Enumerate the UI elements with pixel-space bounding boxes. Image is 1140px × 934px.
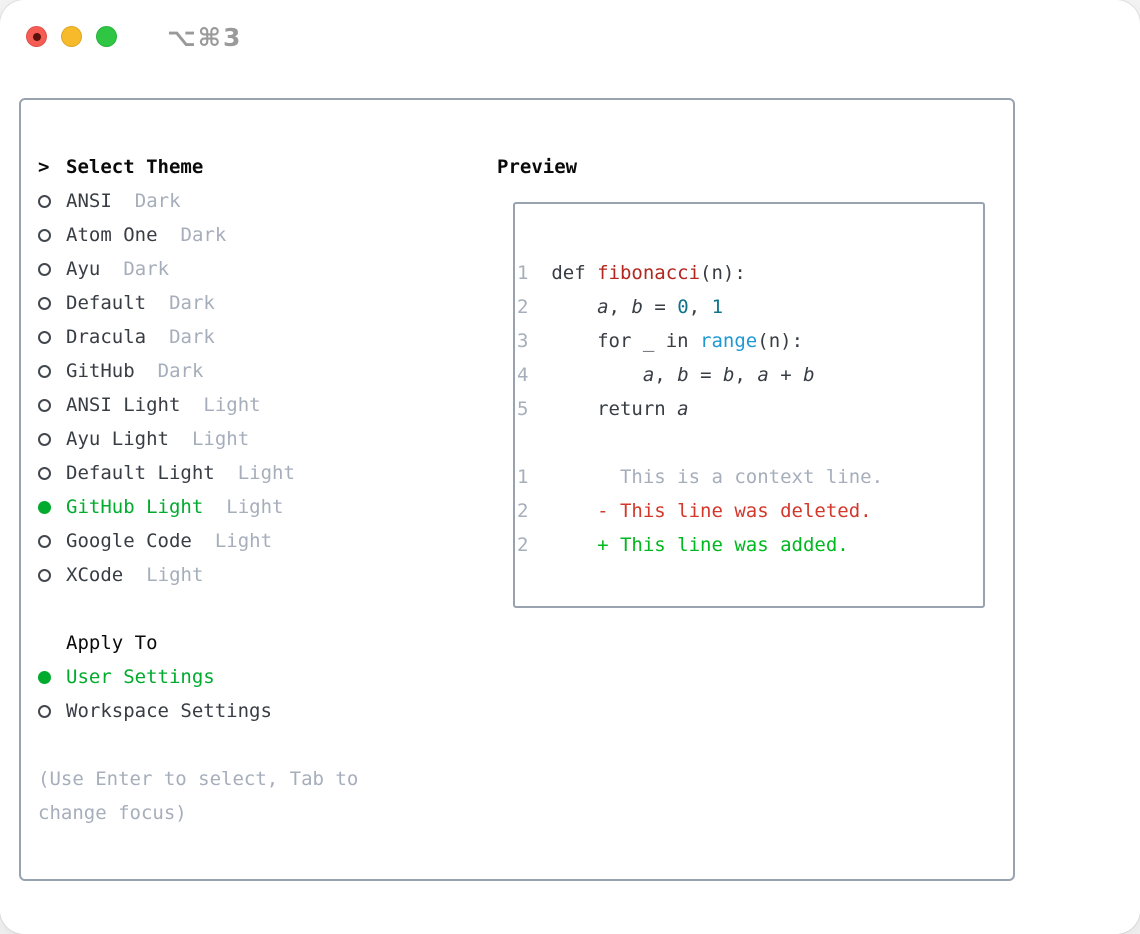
unsaved-indicator-icon: [32, 32, 41, 41]
theme-option-xcode[interactable]: XCode Light: [38, 558, 358, 592]
apply-to-title: Apply To: [66, 632, 158, 654]
radio-icon: [38, 194, 66, 208]
radio-icon: [38, 296, 66, 310]
select-theme-header: > Select Theme: [38, 150, 358, 184]
radio-icon: [38, 262, 66, 276]
theme-variant-tag: Light: [226, 496, 284, 518]
theme-variant-tag: Dark: [123, 258, 170, 280]
preview-line: 3 for _ in range(n):: [517, 330, 804, 352]
minimize-button[interactable]: [61, 26, 82, 47]
close-button[interactable]: [26, 26, 47, 47]
theme-option-label: Google Code: [66, 530, 192, 552]
theme-variant-tag: Light: [146, 564, 204, 586]
titlebar: [26, 26, 117, 47]
radio-icon: [38, 398, 66, 412]
preview-line: 4 a, b = b, a + b: [517, 364, 815, 386]
radio-icon: [38, 364, 66, 378]
window-shortcut-label: ⌥⌘3: [167, 23, 243, 52]
code-preview: 1 def fibonacci(n): 2 a, b = 0, 1 3 for _ …: [517, 256, 983, 562]
help-line: (Use Enter to select, Tab to: [38, 768, 359, 790]
theme-variant-tag: Dark: [180, 224, 227, 246]
apply-option-label: Workspace Settings: [66, 700, 272, 722]
zoom-button[interactable]: [96, 26, 117, 47]
theme-variant-tag: Dark: [157, 360, 204, 382]
theme-variant-tag: Dark: [169, 326, 215, 348]
preview-line: [517, 426, 983, 460]
preview-box: 1 def fibonacci(n): 2 a, b = 0, 1 3 for _ …: [513, 202, 985, 608]
apply-option-label: User Settings: [66, 666, 215, 688]
theme-option-ansi-light[interactable]: ANSI Light Light: [38, 388, 358, 422]
help-line: change focus): [38, 802, 187, 824]
theme-option-label: GitHub: [66, 360, 135, 382]
theme-option-label: XCode: [66, 564, 124, 586]
help-text: (Use Enter to select, Tab to change focus…: [38, 762, 358, 830]
theme-option-ayu-light[interactable]: Ayu Light Light: [38, 422, 358, 456]
radio-icon: [38, 568, 66, 582]
theme-variant-tag: Dark: [134, 190, 181, 212]
preview-line: 1 def fibonacci(n):: [517, 262, 746, 284]
radio-icon: [38, 330, 66, 344]
theme-option-dracula[interactable]: Dracula Dark: [38, 320, 358, 354]
theme-option-github-light[interactable]: GitHub Light Light: [38, 490, 358, 524]
select-theme-title: Select Theme: [66, 156, 204, 178]
radio-icon: [38, 432, 66, 446]
theme-option-label: ANSI: [66, 190, 112, 212]
cursor-arrow-icon: >: [38, 156, 50, 178]
spacer: [38, 728, 358, 762]
theme-option-google-code[interactable]: Google Code Light: [38, 524, 358, 558]
theme-variant-tag: Light: [203, 394, 261, 416]
theme-option-atom-one[interactable]: Atom One Dark: [38, 218, 358, 252]
theme-option-label: Default Light: [66, 462, 215, 484]
preview-line: 2 a, b = 0, 1: [517, 296, 724, 318]
theme-option-github[interactable]: GitHub Dark: [38, 354, 358, 388]
theme-option-ayu[interactable]: Ayu Dark: [38, 252, 358, 286]
apply-option-workspace-settings[interactable]: Workspace Settings: [38, 694, 358, 728]
spacer: [38, 592, 358, 626]
theme-option-label: Atom One: [66, 224, 158, 246]
theme-option-default-light[interactable]: Default Light Light: [38, 456, 358, 490]
theme-option-label: Dracula: [66, 326, 147, 348]
radio-selected-icon: [38, 500, 66, 514]
theme-option-label: ANSI Light: [66, 394, 181, 416]
preview-line: 2 + This line was added.: [517, 534, 849, 556]
preview-line: 1 This is a context line.: [517, 466, 884, 488]
preview-title: Preview: [497, 156, 578, 178]
preview-line: 2 - This line was deleted.: [517, 500, 872, 522]
theme-option-default[interactable]: Default Dark: [38, 286, 358, 320]
radio-icon: [38, 228, 66, 242]
preview-line: 5 return a: [517, 398, 689, 420]
theme-option-label: GitHub Light: [66, 496, 204, 518]
radio-icon: [38, 466, 66, 480]
theme-option-label: Ayu: [66, 258, 101, 280]
radio-selected-icon: [38, 670, 66, 684]
apply-to-header: Apply To: [38, 626, 358, 660]
theme-option-label: Ayu Light: [66, 428, 169, 450]
theme-variant-tag: Light: [191, 428, 250, 450]
theme-option-label: Default: [66, 292, 147, 314]
radio-icon: [38, 704, 66, 718]
theme-variant-tag: Light: [237, 462, 295, 484]
radio-icon: [38, 534, 66, 548]
theme-variant-tag: Light: [214, 530, 273, 552]
theme-option-ansi[interactable]: ANSI Dark: [38, 184, 358, 218]
theme-variant-tag: Dark: [169, 292, 215, 314]
apply-option-user-settings[interactable]: User Settings: [38, 660, 358, 694]
